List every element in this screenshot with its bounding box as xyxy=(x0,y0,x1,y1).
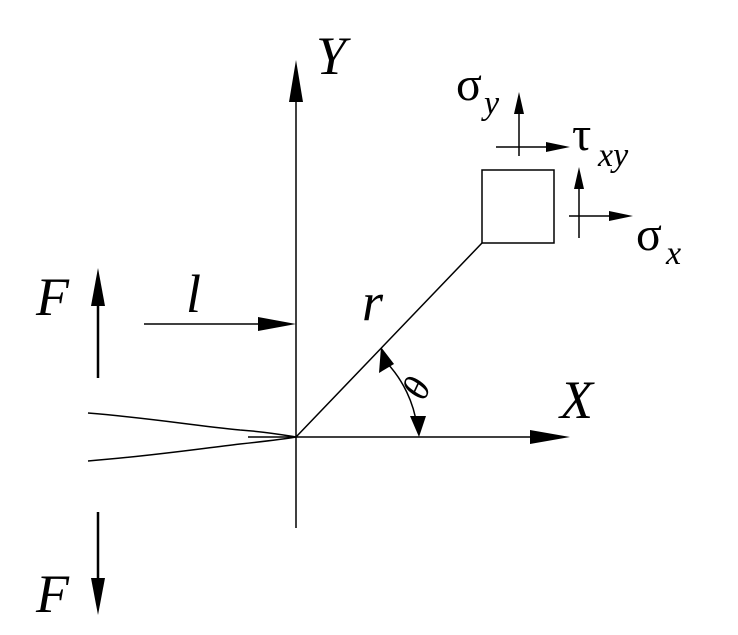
sigma-y-label: σ y xyxy=(456,58,500,122)
tau-xy-symbol: τ xyxy=(572,108,591,161)
angle-arc xyxy=(379,347,426,437)
sigma-y-subscript: y xyxy=(481,85,500,122)
tau-xy-arrow xyxy=(496,142,570,152)
crack xyxy=(87,412,297,462)
y-axis xyxy=(289,60,303,528)
sigma-y-arrow xyxy=(514,92,524,156)
sigma-x-arrow xyxy=(569,211,633,221)
force-bottom-label: F xyxy=(35,564,70,624)
force-arrow-bottom xyxy=(91,512,105,615)
sigma-x-subscript: x xyxy=(665,235,681,272)
stress-element xyxy=(481,169,555,244)
radius-line xyxy=(295,242,483,438)
force-top-label: F xyxy=(35,267,70,327)
y-axis-label: Y xyxy=(316,26,351,86)
tau-xy-label: τ xy xyxy=(572,108,629,174)
sigma-x-symbol: σ xyxy=(636,208,662,261)
distance-arrow xyxy=(144,317,296,331)
distance-label: l xyxy=(186,264,201,324)
tau-face-arrow xyxy=(574,167,584,238)
x-axis xyxy=(296,430,570,444)
radius-label: r xyxy=(362,272,384,332)
force-arrow-top xyxy=(91,268,105,378)
tau-xy-subscript: xy xyxy=(597,137,629,174)
sigma-x-label: σ x xyxy=(636,208,681,272)
sigma-y-symbol: σ xyxy=(456,58,482,111)
angle-label: θ xyxy=(394,371,440,406)
x-axis-label: X xyxy=(558,370,595,430)
